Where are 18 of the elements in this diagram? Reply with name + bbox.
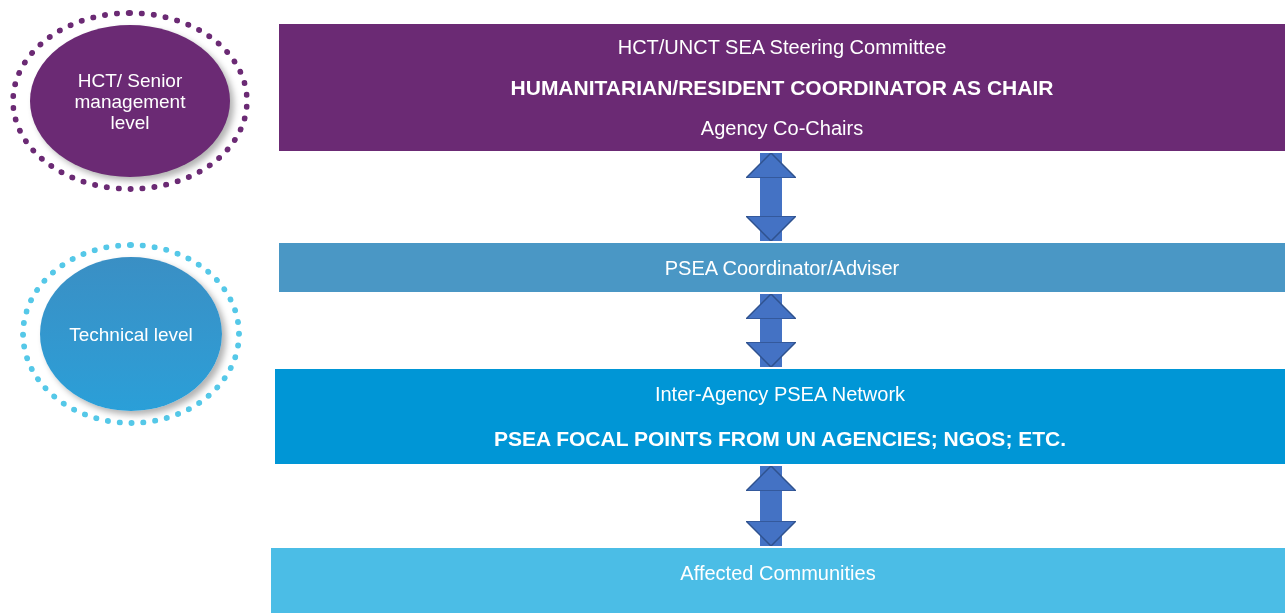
level-band bbox=[271, 548, 1285, 613]
level-label: Technical level bbox=[68, 323, 194, 345]
level-ellipse bbox=[10, 10, 250, 192]
double-arrow bbox=[745, 465, 797, 547]
level-band bbox=[279, 24, 1285, 151]
band-heading: Affected Communities bbox=[680, 560, 876, 586]
band-subheading: PSEA FOCAL POINTS FROM UN AGENCIES; NGOS; ETC. bbox=[493, 425, 1067, 452]
level-ellipse bbox=[20, 242, 242, 426]
band-subheading: HUMANITARIAN/RESIDENT COORDINATOR AS CHAIR bbox=[510, 74, 1054, 101]
level-label: HCT/ Senior management level bbox=[73, 69, 187, 133]
double-arrow bbox=[745, 293, 797, 368]
level-band bbox=[275, 369, 1285, 464]
band-heading: HCT/UNCT SEA Steering Committee bbox=[617, 34, 947, 60]
band-heading: PSEA Coordinator/Adviser bbox=[664, 255, 900, 281]
double-arrow bbox=[745, 152, 797, 242]
level-band bbox=[279, 243, 1285, 292]
band-heading: Agency Co-Chairs bbox=[700, 116, 864, 142]
band-heading: Inter-Agency PSEA Network bbox=[654, 381, 906, 407]
